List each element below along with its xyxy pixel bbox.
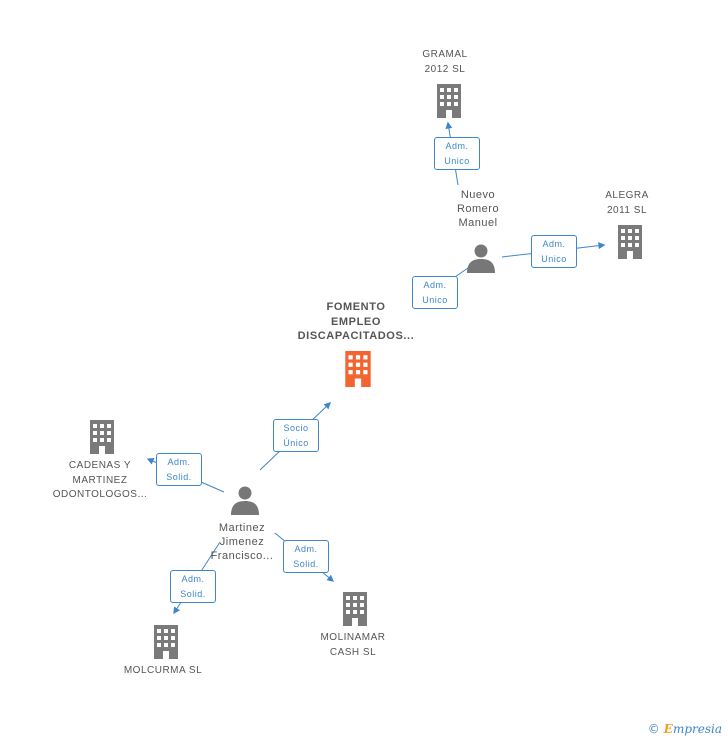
- edge-tag-nuevo-fomento: Adm. Unico: [412, 276, 458, 309]
- brand-initial: E: [663, 722, 673, 736]
- edge-tag-martinez-molinamar: Adm. Solid.: [283, 540, 329, 573]
- node-label-molcurma[interactable]: MOLCURMA SL: [123, 665, 203, 676]
- building-icon: [437, 84, 461, 118]
- node-label-alegra[interactable]: ALEGRA 2011 SL: [605, 190, 649, 216]
- building-icon: [154, 625, 178, 659]
- edge-tag-nuevo-alegra: Adm. Unico: [531, 235, 577, 268]
- edge-tag-martinez-fomento: Socio Único: [273, 419, 319, 452]
- person-icon: [231, 486, 259, 515]
- node-label-martinez[interactable]: Martinez Jimenez Francisco...: [210, 522, 274, 562]
- node-label-cadenas[interactable]: CADENAS Y MARTINEZ ODONTOLOGOS...: [52, 460, 148, 500]
- copyright-icon: ©: [647, 722, 660, 736]
- building-icon: [90, 420, 114, 454]
- node-label-gramal[interactable]: GRAMAL 2012 SL: [422, 49, 468, 75]
- building-icon: [618, 225, 642, 259]
- building-icon: [343, 592, 367, 626]
- building-icon: [345, 351, 371, 387]
- person-icon: [467, 244, 495, 273]
- edge-tag-nuevo-gramal: Adm. Unico: [434, 137, 480, 170]
- node-label-molinamar[interactable]: MOLINAMAR CASH SL: [320, 632, 386, 658]
- node-label-fomento[interactable]: FOMENTO EMPLEO DISCAPACITADOS...: [297, 301, 415, 342]
- node-label-nuevo[interactable]: Nuevo Romero Manuel: [456, 189, 500, 229]
- edge-tag-martinez-cadenas: Adm. Solid.: [156, 453, 202, 486]
- brand-name: mpresia: [672, 722, 722, 736]
- empresia-logo[interactable]: ©Empresia: [648, 722, 722, 736]
- edge-tag-martinez-molcurma: Adm. Solid.: [170, 570, 216, 603]
